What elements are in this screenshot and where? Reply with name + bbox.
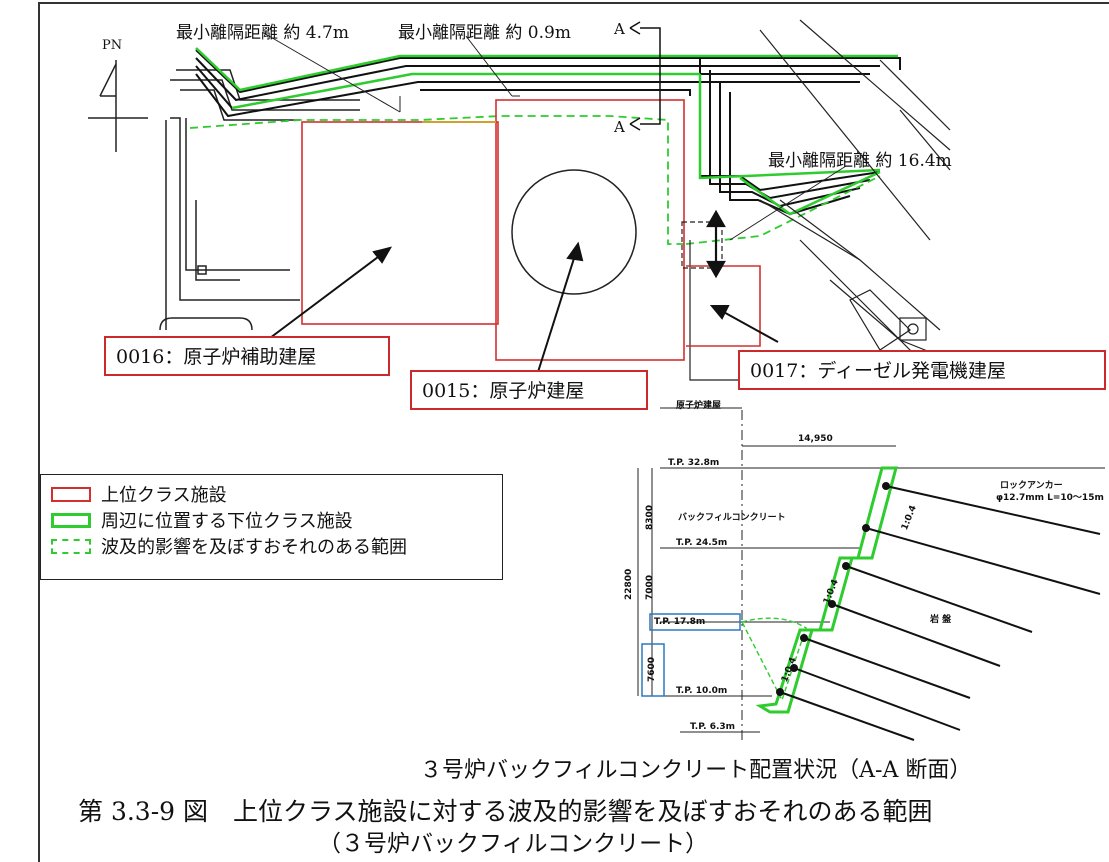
legend-row-influence-range: 波及的影響を及ぼすおそれのある範囲 — [51, 533, 502, 559]
dashed-zone-box — [681, 221, 723, 269]
legend-red-swatch-icon — [51, 486, 91, 502]
green-lower-class-outline — [195, 47, 898, 216]
section-width-dim: 14,950 — [798, 434, 833, 444]
section-mark-upper: A — [614, 20, 625, 38]
section-mark-icon — [629, 21, 661, 131]
legend-green-swatch-icon — [51, 512, 91, 528]
height-total: 22800 — [624, 568, 634, 600]
containment-circle — [511, 169, 637, 295]
green-dashed-range — [189, 115, 881, 245]
dimension-leaders — [261, 31, 847, 241]
legend-row-upper-class: 上位クラス施設 — [51, 481, 502, 507]
backfill-label: バックフィルコンクリート — [678, 513, 786, 523]
tp-level-5: T.P. 6.3m — [690, 722, 736, 732]
legend: 上位クラス施設 周辺に位置する下位クラス施設 波及的影響を及ぼすおそれのある範囲 — [40, 474, 503, 580]
legend-row-lower-class: 周辺に位置する下位クラス施設 — [51, 507, 502, 533]
legend-dashed-swatch-icon — [51, 538, 91, 554]
min-distance-label-3: 最小離隔距離 約 16.4m — [768, 151, 952, 171]
min-distance-label-2: 最小離隔距離 約 0.9m — [398, 23, 571, 43]
tp-level-1: T.P. 32.8m — [668, 458, 720, 468]
red-upper-class-buildings — [301, 99, 761, 361]
tp-level-4: T.P. 10.0m — [676, 686, 728, 696]
anchor-spec-label: φ12.7mm L=10～15m — [996, 493, 1104, 503]
north-arrow-icon — [88, 60, 148, 152]
tp-level-2: T.P. 24.5m — [676, 538, 728, 548]
height-3: 7600 — [647, 656, 657, 682]
terrain-lines — [689, 19, 951, 381]
site-outline-left — [159, 69, 360, 331]
building-label-aux: 0016：原子炉補助建屋 — [104, 336, 390, 376]
section-aa-drawing — [637, 407, 1105, 741]
legend-label: 周辺に位置する下位クラス施設 — [101, 511, 353, 532]
legend-label: 上位クラス施設 — [101, 485, 227, 506]
section-mark-lower: A — [614, 118, 625, 136]
min-distance-label-1: 最小離隔距離 約 4.7m — [176, 23, 349, 43]
height-2: 7000 — [645, 574, 655, 600]
building-label-reactor: 0015：原子炉建屋 — [410, 370, 648, 410]
legend-label: 波及的影響を及ぼすおそれのある範囲 — [101, 537, 407, 558]
height-1: 8300 — [645, 504, 655, 530]
pointer-arrows — [261, 241, 779, 373]
section-caption: ３号炉バックフィルコンクリート配置状況（A-A 断面） — [420, 758, 972, 783]
section-building-label: 原子炉建屋 — [676, 401, 722, 411]
building-label-diesel: 0017：ディーゼル発電機建屋 — [738, 350, 1106, 390]
drawing-frame — [38, 2, 1109, 862]
north-label: PN — [102, 38, 123, 53]
figure-subtitle: （３号炉バックフィルコンクリート） — [318, 831, 709, 857]
tp-level-3: T.P. 17.8m — [654, 617, 706, 627]
figure-title: 第 3.3-9 図 上位クラス施設に対する波及的影響を及ぼすおそれのある範囲 — [78, 797, 933, 826]
distance-arrow-icon — [706, 209, 726, 279]
rock-label: 岩 盤 — [930, 615, 952, 625]
anchor-label: ロックアンカー — [1000, 481, 1063, 491]
